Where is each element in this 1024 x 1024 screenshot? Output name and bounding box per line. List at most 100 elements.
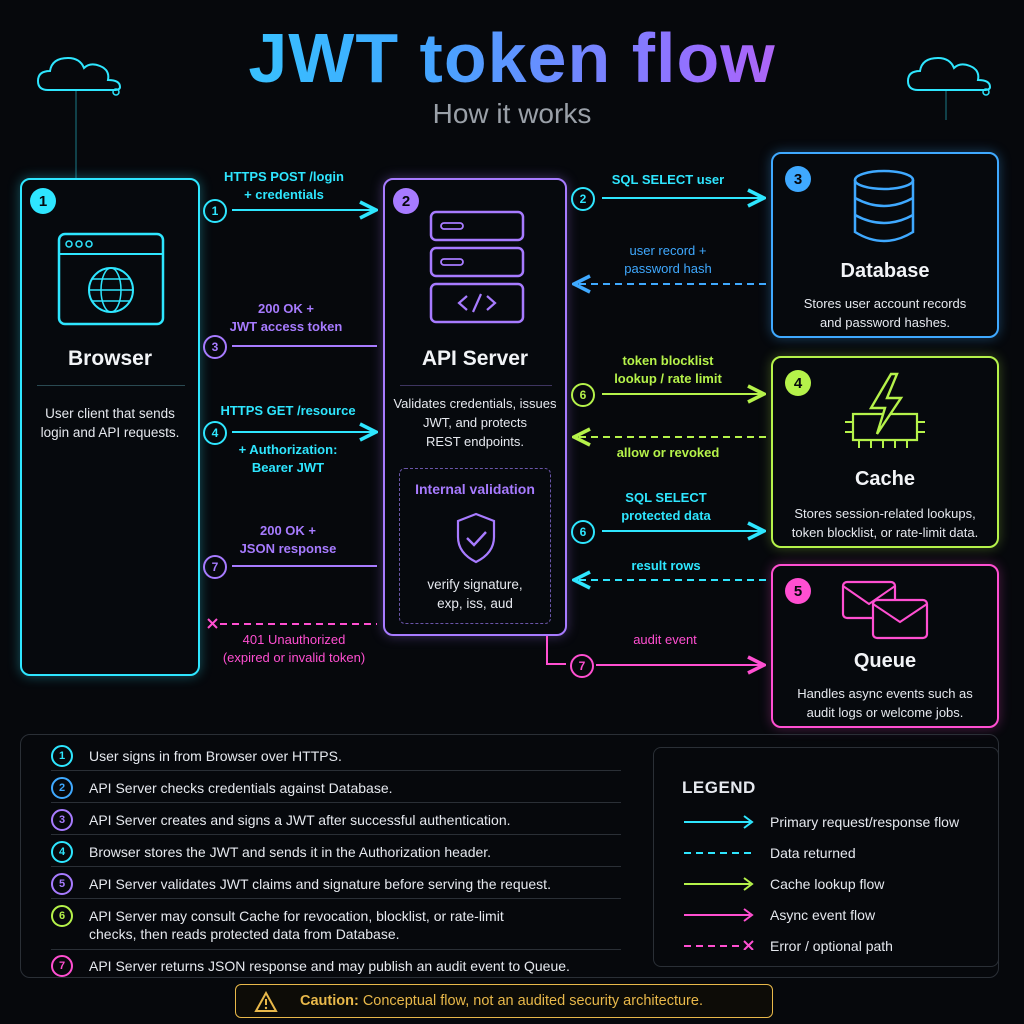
api-divider (400, 385, 552, 386)
flow-7-audit-number: 7 (570, 654, 594, 678)
legend-item-data-returned: Data returned (770, 845, 856, 861)
internal-validation-text: verify signature, exp, iss, aud (400, 575, 550, 613)
step-item: 6 API Server may consult Cache for revoca… (51, 901, 621, 950)
cache-title: Cache (854, 468, 916, 490)
queue-desc-line: Handles async events such as (797, 686, 973, 701)
return-6a-label: allow or revoked (616, 445, 720, 460)
flow-7-label: 200 OK +JSON response (206, 522, 370, 558)
flow-6a-label: token blocklist lookup / rate limit (584, 352, 752, 388)
legend-x-icon (743, 940, 754, 950)
api-desc-line: Validates credentials, issues (393, 396, 557, 411)
flow-3-number: 3 (203, 335, 227, 359)
legend-item-error: Error / optional path (770, 938, 893, 954)
internal-validation-title: Internal validation (415, 481, 535, 497)
label-line: HTTPS POST /login (224, 169, 344, 184)
queue-desc-line: audit logs or welcome jobs. (806, 705, 964, 720)
label-line: (expired or invalid token) (222, 650, 366, 665)
label-line: 200 OK + (257, 301, 314, 316)
label-line: 200 OK + (259, 523, 316, 538)
database-node: 3 Database Stores user account records a… (771, 152, 999, 338)
database-title: Database (840, 260, 930, 282)
caution-banner: Caution: Conceptual flow, not an audited… (235, 984, 773, 1018)
step-number: 6 (51, 905, 73, 927)
browser-description: User client that sends login and API req… (22, 404, 198, 442)
step-number: 1 (51, 745, 73, 767)
api-server-badge: 2 (393, 188, 419, 214)
label-line: user record + (629, 243, 707, 258)
step-number: 3 (51, 809, 73, 831)
label-line: Bearer JWT (251, 460, 325, 475)
api-desc-line: REST endpoints. (425, 434, 525, 449)
step-number: 7 (51, 955, 73, 977)
audit-event-label: audit event (633, 632, 697, 647)
error-label: 401 Unauthorized (expired or invalid toke… (206, 631, 382, 667)
browser-title: Browser (67, 347, 153, 370)
shield-check-icon (456, 512, 496, 564)
internal-validation-panel: Internal validation verify signature, ex… (399, 468, 551, 624)
legend-title: LEGEND (682, 778, 756, 797)
browser-divider (37, 385, 185, 386)
server-rack-icon (429, 210, 525, 324)
legend-item-async: Async event flow (770, 907, 876, 923)
step-item: 7 API Server returns JSON response and ma… (51, 951, 621, 981)
label-line: protected data (621, 508, 711, 523)
step-text: API Server may consult Cache for revocat… (89, 908, 504, 924)
step-separator (51, 834, 621, 835)
flow-connectors (207, 0, 766, 740)
database-icon (853, 169, 915, 243)
warning-icon (254, 991, 278, 1012)
label-line: 401 Unauthorized (242, 632, 346, 647)
flow-1-number: 1 (203, 199, 227, 223)
flow-2-label: SQL SELECT user (611, 172, 725, 187)
cache-description: Stores session-related lookups, token bl… (773, 504, 997, 542)
lightning-chip-icon (845, 372, 925, 448)
legend-panel: LEGEND Primary request/response flow Dat… (653, 747, 999, 967)
label-line: lookup / rate limit (614, 371, 722, 386)
label-line: SQL SELECT (625, 490, 707, 505)
flow-7-number: 7 (203, 555, 227, 579)
queue-node: 5 Queue Handles async events such as aud… (771, 564, 999, 728)
step-separator (51, 949, 621, 950)
flow-4-number: 4 (203, 421, 227, 445)
cloud-icon-right (906, 56, 992, 120)
browser-desc-line: User client that sends (45, 406, 175, 421)
legend-swatches (684, 815, 754, 950)
label-line: + credentials (244, 187, 324, 202)
step-number: 5 (51, 873, 73, 895)
queue-badge: 5 (785, 578, 811, 604)
browser-window-icon (57, 232, 165, 326)
caution-label: Caution: (300, 993, 359, 1009)
step-text: API Server validates JWT claims and sign… (89, 876, 551, 892)
step-separator (51, 866, 621, 867)
caution-text: Caution: Conceptual flow, not an audited… (300, 993, 703, 1009)
legend-item-primary: Primary request/response flow (770, 814, 960, 830)
legend-item-cache: Cache lookup flow (770, 876, 885, 892)
queue-description: Handles async events such as audit logs … (773, 684, 997, 722)
internal-line: verify signature, (427, 577, 523, 592)
database-description: Stores user account records and password… (773, 294, 997, 332)
database-desc-line: and password hashes. (819, 315, 951, 330)
step-text: checks, then reads protected data from D… (89, 926, 400, 942)
database-badge: 3 (785, 166, 811, 192)
return-6b-label: result rows (631, 558, 701, 573)
cache-desc-line: token blocklist, or rate-limit data. (791, 525, 979, 540)
page-title: JWT token flow (0, 18, 1024, 98)
label-line: token blocklist (622, 353, 714, 368)
cloud-icon-left (36, 56, 122, 180)
flow-1-label: HTTPS POST /login + credentials (206, 168, 362, 204)
browser-node: 1 Browser User client that sends login a… (20, 178, 200, 676)
envelopes-icon (841, 580, 929, 640)
flow-7-audit-path (546, 636, 566, 665)
step-separator (51, 898, 621, 899)
label-line: + Authorization: (238, 442, 338, 457)
browser-badge: 1 (30, 188, 56, 214)
step-item: 5 API Server validates JWT claims and sig… (51, 869, 621, 899)
step-separator (51, 770, 621, 771)
queue-title: Queue (853, 650, 917, 672)
step-number: 4 (51, 841, 73, 863)
step-text: API Server returns JSON response and may… (89, 958, 570, 974)
